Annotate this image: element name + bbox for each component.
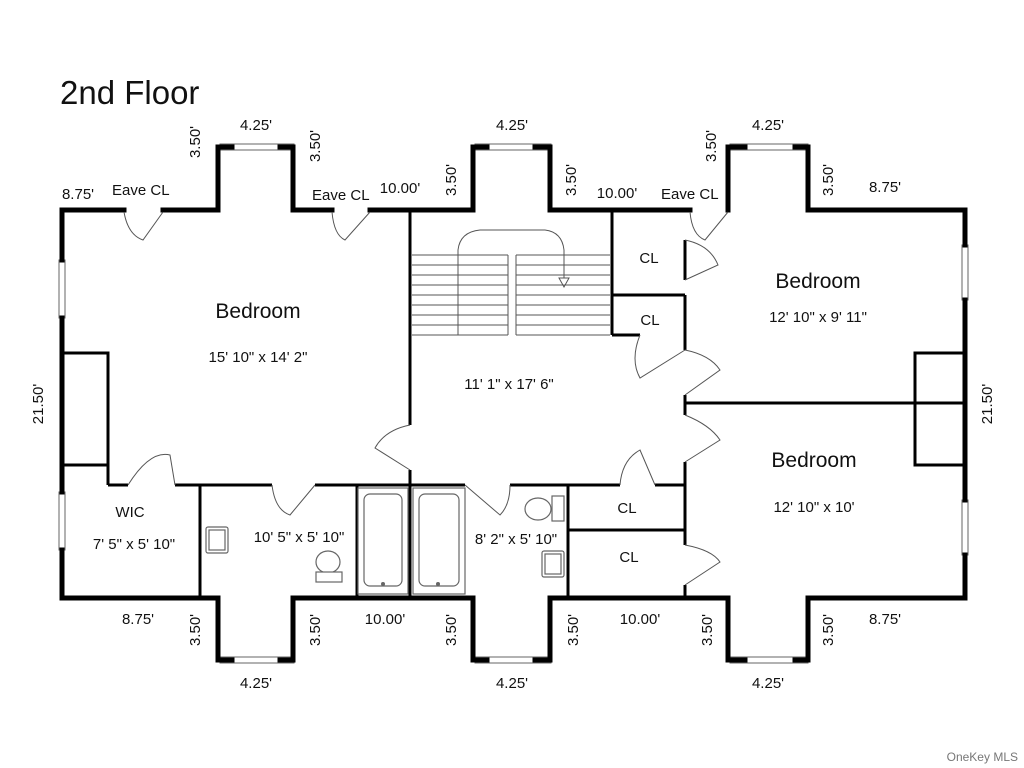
staircase[interactable] — [412, 229, 610, 336]
svg-text:4.25': 4.25' — [240, 117, 272, 134]
room-size-bath-left: 10' 5" x 5' 10" — [254, 529, 345, 546]
room-size-bedroom-right-top: 12' 10" x 9' 11" — [769, 309, 867, 326]
room-size-bedroom-right-bottom: 12' 10" x 10' — [773, 499, 854, 516]
svg-text:4.25': 4.25' — [240, 675, 272, 692]
room-size-bedroom-left: 15' 10" x 14' 2" — [209, 349, 308, 366]
sink-right — [541, 550, 565, 578]
svg-text:8.75': 8.75' — [122, 611, 154, 628]
svg-text:3.50': 3.50' — [443, 614, 460, 646]
room-size-bath-right: 8' 2" x 5' 10" — [475, 531, 557, 548]
eave-closet-label: Eave CL — [112, 182, 170, 199]
interior-walls — [62, 210, 965, 598]
room-name-bedroom-left: Bedroom — [215, 300, 300, 323]
bathtub-right — [412, 487, 466, 595]
closet-label: CL — [640, 312, 659, 329]
svg-text:3.50': 3.50' — [187, 126, 204, 158]
svg-text:3.50': 3.50' — [820, 614, 837, 646]
svg-text:3.50': 3.50' — [187, 614, 204, 646]
svg-text:10.00': 10.00' — [365, 611, 406, 628]
svg-text:3.50': 3.50' — [443, 164, 460, 196]
doors[interactable] — [123, 211, 729, 586]
closet-label: CL — [619, 549, 638, 566]
svg-text:3.50': 3.50' — [699, 614, 716, 646]
svg-text:4.25': 4.25' — [752, 675, 784, 692]
svg-text:10.00': 10.00' — [380, 180, 421, 197]
exterior-walls — [59, 144, 968, 663]
room-name-bedroom-right-top: Bedroom — [775, 270, 860, 293]
room-name-bedroom-right-bottom: Bedroom — [771, 449, 856, 472]
svg-text:3.50': 3.50' — [307, 614, 324, 646]
svg-text:8.75': 8.75' — [62, 186, 94, 203]
closet-label: CL — [617, 500, 636, 517]
svg-text:4.25': 4.25' — [496, 675, 528, 692]
floor-title: 2nd Floor — [60, 74, 200, 111]
svg-text:8.75': 8.75' — [869, 611, 901, 628]
svg-text:4.25': 4.25' — [752, 117, 784, 134]
room-name-wic: WIC — [115, 504, 144, 521]
room-size-hall: 11' 1" x 17' 6" — [464, 376, 554, 393]
room-size-wic: 7' 5" x 5' 10" — [93, 536, 175, 553]
svg-text:3.50': 3.50' — [563, 164, 580, 196]
svg-text:8.75': 8.75' — [869, 179, 901, 196]
right-dimension: 21.50' — [979, 384, 996, 425]
top-dimensions: 8.75' 3.50' 4.25' 3.50' 10.00' 3.50' 4.2… — [62, 117, 901, 203]
sink-left — [205, 526, 229, 554]
eave-closet-label: Eave CL — [661, 186, 719, 203]
toilet-right — [524, 495, 565, 522]
svg-text:3.50': 3.50' — [820, 164, 837, 196]
svg-text:10.00': 10.00' — [620, 611, 661, 628]
svg-text:3.50': 3.50' — [565, 614, 582, 646]
closet-label: CL — [639, 250, 658, 267]
svg-text:3.50': 3.50' — [307, 130, 324, 162]
eave-closet-label: Eave CL — [312, 187, 370, 204]
toilet-left — [315, 550, 343, 583]
bathtub-left — [357, 487, 409, 595]
svg-text:10.00': 10.00' — [597, 185, 638, 202]
left-dimension: 21.50' — [30, 384, 47, 425]
bottom-dimensions: 8.75' 3.50' 4.25' 3.50' 10.00' 3.50' 4.2… — [122, 611, 901, 692]
watermark: OneKey MLS — [946, 750, 1018, 764]
svg-text:3.50': 3.50' — [703, 130, 720, 162]
svg-text:4.25': 4.25' — [496, 117, 528, 134]
